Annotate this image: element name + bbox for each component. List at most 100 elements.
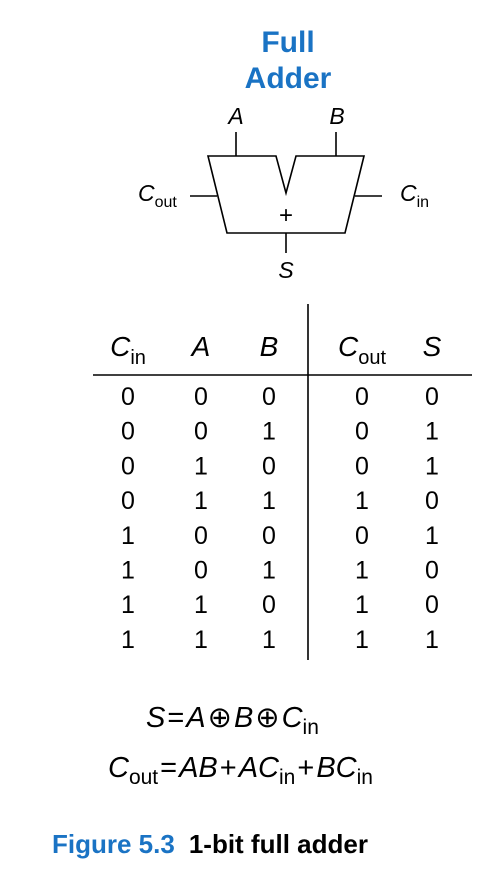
label-cout: Cout: [138, 180, 177, 211]
table-row: 1 1 0 1 0: [121, 591, 439, 619]
table-header-cell: B: [260, 331, 279, 362]
eq-c-lhs: C: [108, 752, 130, 784]
table-cell: 0: [355, 383, 369, 411]
table-cell: 1: [121, 626, 135, 654]
table-cell: 1: [121, 522, 135, 550]
table-cell: 1: [355, 557, 369, 585]
eq-c-term-1: AB: [177, 752, 218, 784]
table-cell: 1: [262, 626, 276, 654]
table-row: 1 1 1 1 1: [121, 626, 439, 654]
table-cell: 1: [425, 626, 439, 654]
title-line-1: Full: [261, 26, 314, 59]
adder-symbol: + A B S Cin Cout: [138, 103, 429, 283]
eq-c-term-2: AC: [237, 752, 280, 784]
table-cell: 0: [121, 418, 135, 446]
table-cell: 0: [194, 522, 208, 550]
table-cell: 1: [355, 591, 369, 619]
label-a: A: [226, 103, 243, 129]
table-cell: 0: [194, 557, 208, 585]
eq-s-lhs: S: [146, 702, 166, 734]
table-cell: 0: [121, 452, 135, 480]
adder-body: [206, 155, 366, 234]
table-cell: 1: [262, 487, 276, 515]
table-cell: 1: [425, 522, 439, 550]
eq-s-xor-2: ⊕: [255, 702, 279, 734]
table-cell: 1: [355, 626, 369, 654]
eq-c-plus-1: +: [220, 752, 237, 784]
table-cell: 1: [194, 452, 208, 480]
table-row: 0 1 0 0 1: [121, 452, 439, 480]
table-cell: 1: [121, 557, 135, 585]
eq-s-b: B: [234, 702, 253, 734]
table-cell: 0: [121, 487, 135, 515]
eq-c-lhs-sub: out: [129, 766, 158, 789]
title-line-2: Adder: [245, 62, 332, 95]
table-header-sub: out: [358, 347, 386, 369]
table-header-cell: S: [423, 331, 442, 362]
table-header-sub: in: [130, 347, 146, 369]
eq-s-equals: =: [167, 702, 184, 734]
table-row: 0 0 0 0 0: [121, 383, 439, 411]
table-cell: 1: [194, 591, 208, 619]
label-cout-sub: out: [155, 194, 178, 211]
figure-number: Figure 5.3: [52, 829, 175, 859]
label-cin-base: C: [400, 180, 417, 206]
label-b: B: [329, 103, 344, 129]
adder-plus-sign: +: [279, 202, 293, 229]
figure-title: 1-bit full adder: [189, 829, 368, 859]
table-cell: 1: [194, 626, 208, 654]
table-cell: 0: [194, 383, 208, 411]
table-cell: 0: [355, 452, 369, 480]
table-header-cell: Cout: [338, 331, 386, 369]
eq-s-a: A: [184, 702, 205, 734]
eq-c-term-3-sub: in: [357, 766, 373, 789]
table-cell: 1: [425, 452, 439, 480]
table-cell: 1: [425, 418, 439, 446]
table-cell: 1: [121, 591, 135, 619]
equation-carry: Cout=AB+ACin+BCin: [108, 752, 373, 789]
table-cell: 1: [355, 487, 369, 515]
label-cin: Cin: [400, 180, 429, 211]
table-header-cell: A: [190, 331, 211, 362]
table-cell: 0: [262, 383, 276, 411]
table-header-base: C: [338, 331, 359, 362]
table-header-base: A: [190, 331, 211, 362]
table-row: 0 0 1 0 1: [121, 418, 439, 446]
table-cell: 1: [194, 487, 208, 515]
equation-sum: S=A⊕B⊕Cin: [146, 702, 319, 739]
table-cell: 0: [425, 383, 439, 411]
table-cell: 1: [262, 418, 276, 446]
table-cell: 0: [355, 418, 369, 446]
table-cell: 0: [262, 452, 276, 480]
label-cin-sub: in: [417, 194, 429, 211]
table-cell: 0: [425, 591, 439, 619]
eq-c-term-2-sub: in: [279, 766, 295, 789]
eq-c-equals: =: [160, 752, 177, 784]
table-header: Cin A B Cout S: [110, 331, 442, 369]
figure-caption: Figure 5.3 1-bit full adder: [52, 829, 368, 859]
label-s: S: [278, 257, 294, 283]
table-cell: 0: [121, 383, 135, 411]
table-header-cell: Cin: [110, 331, 146, 369]
table-cell: 0: [262, 522, 276, 550]
label-cout-base: C: [138, 180, 155, 206]
table-header-base: S: [423, 331, 442, 362]
table-row: 1 0 0 0 1: [121, 522, 439, 550]
eq-s-c-sub: in: [303, 716, 319, 739]
eq-c-term-3: BC: [316, 752, 357, 784]
table-cell: 0: [355, 522, 369, 550]
eq-s-xor-1: ⊕: [208, 702, 232, 734]
eq-c-plus-2: +: [297, 752, 314, 784]
table-cell: 0: [262, 591, 276, 619]
table-header-base: C: [110, 331, 131, 362]
table-cell: 0: [425, 557, 439, 585]
table-cell: 0: [194, 418, 208, 446]
table-cell: 0: [425, 487, 439, 515]
eq-s-c: C: [282, 702, 304, 734]
table-header-base: B: [260, 331, 279, 362]
table-row: 0 1 1 1 0: [121, 487, 439, 515]
